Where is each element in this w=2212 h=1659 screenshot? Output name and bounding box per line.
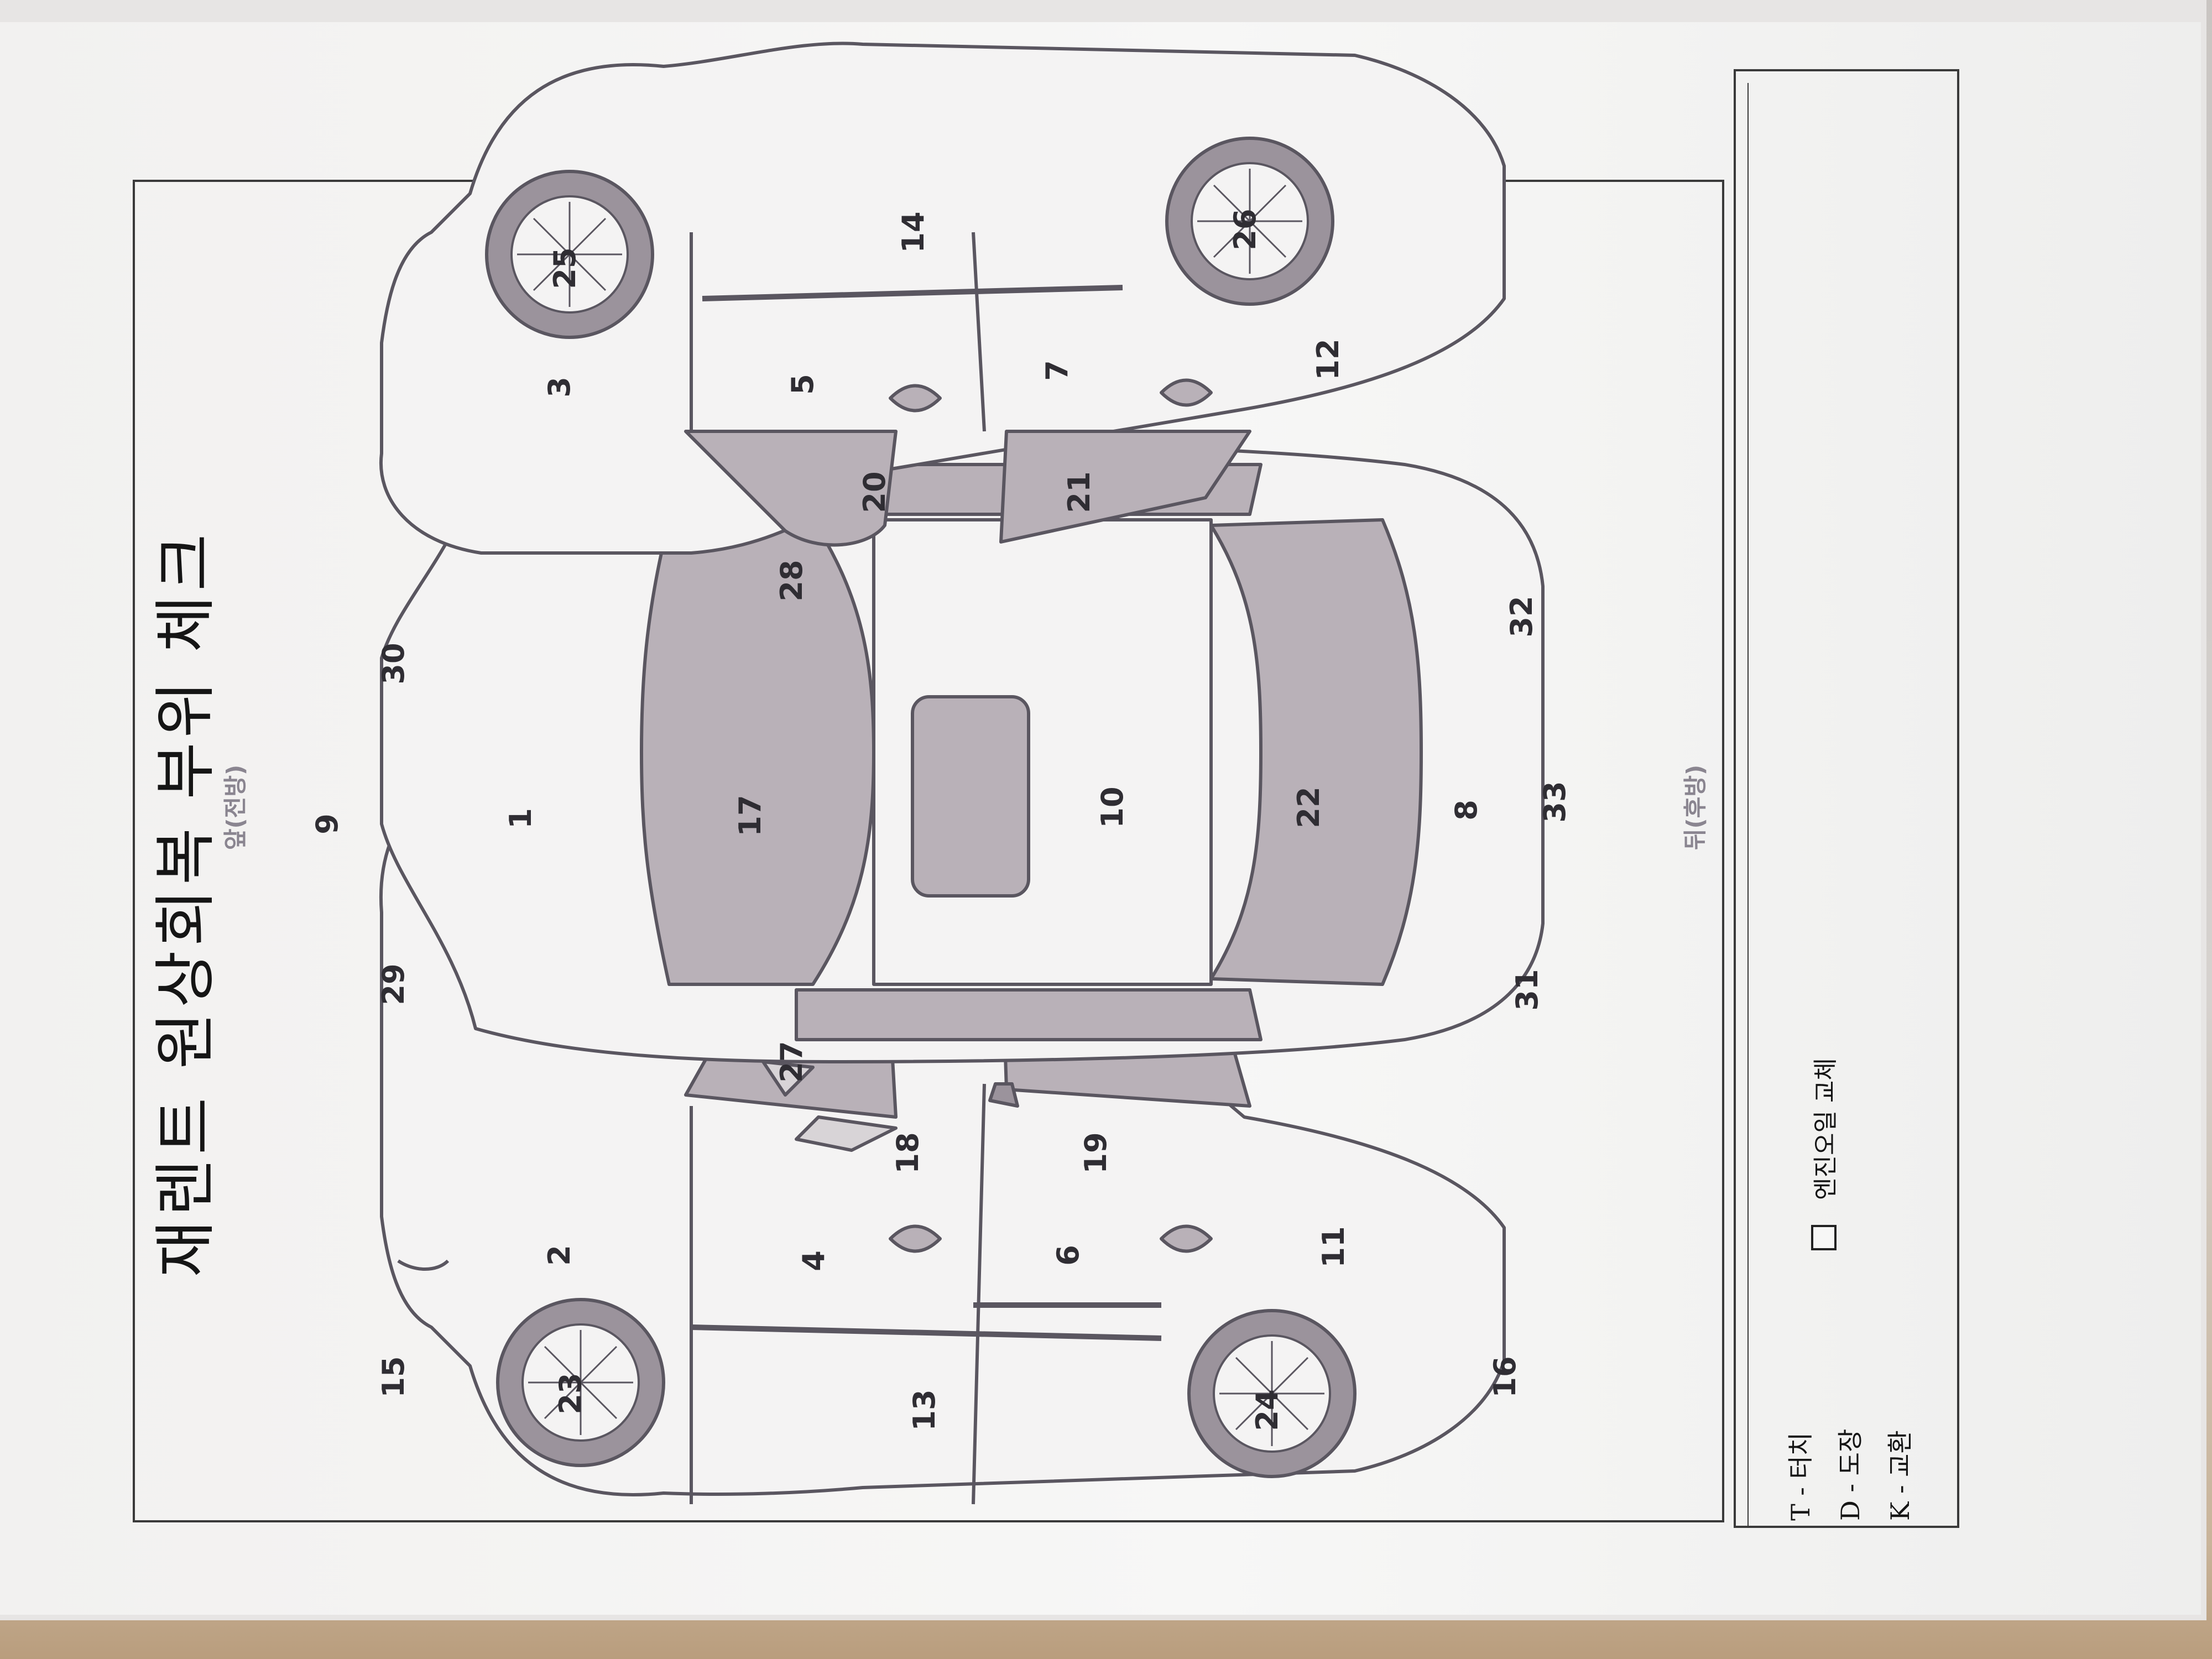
top-view [380,408,1545,1097]
part-30: 30 [376,643,411,684]
part-24: 24 [1250,1389,1285,1431]
part-32: 32 [1504,596,1539,637]
part-15: 15 [376,1356,411,1397]
part-26: 26 [1228,208,1262,250]
remarks-panel [1734,69,1959,1528]
part-3: 3 [542,377,577,398]
rear-label: 뒤(후방) [1682,765,1709,850]
part-31: 31 [1510,969,1545,1010]
engine-oil-checkbox[interactable] [1811,1225,1837,1250]
part-27: 27 [774,1041,809,1082]
part-10: 10 [1095,786,1130,828]
engine-oil-label: 엔진오일 교체 [1812,1058,1840,1200]
part-7: 7 [1040,360,1074,381]
part-22: 22 [1291,786,1326,828]
part-18: 18 [890,1132,925,1173]
part-8: 8 [1449,800,1484,821]
part-17: 17 [733,795,768,836]
part-20: 20 [857,471,892,513]
page-title: 재렌트 원상회복 부위 체크 [150,529,222,1277]
part-12: 12 [1311,338,1345,380]
part-2: 2 [542,1245,577,1266]
part-13: 13 [907,1389,942,1431]
legend-container [1747,83,1749,1526]
part-1: 1 [503,808,538,829]
part-11: 11 [1316,1226,1351,1267]
legend-item-replace: K - 교환 [1885,1430,1915,1521]
part-28: 28 [774,560,809,601]
part-29: 29 [376,963,411,1005]
part-21: 21 [1062,471,1097,513]
part-14: 14 [896,211,931,253]
part-4: 4 [796,1250,831,1271]
part-19: 19 [1078,1132,1113,1173]
legend-item-paint: D - 도장 [1835,1428,1865,1521]
right-side-view [379,41,1506,555]
part-33: 33 [1537,781,1572,822]
part-23: 23 [553,1373,588,1414]
front-label: 앞(전방) [222,765,249,850]
part-25: 25 [547,247,582,289]
part-5: 5 [785,374,820,395]
part-9: 9 [310,813,345,834]
legend-item-touch: T - 터치 [1786,1432,1815,1521]
part-6: 6 [1051,1245,1086,1266]
part-16: 16 [1488,1356,1522,1397]
